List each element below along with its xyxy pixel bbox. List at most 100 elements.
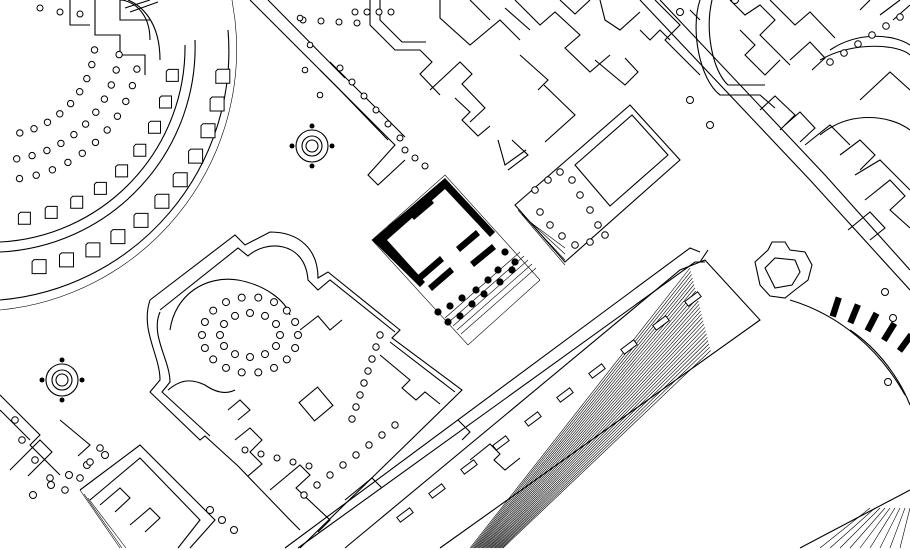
right-column (882, 22, 890, 30)
court-pier (85, 242, 101, 258)
cloister-columns (29, 293, 399, 534)
cloister-column (276, 331, 284, 339)
court-column (56, 8, 64, 16)
temple-column (496, 278, 504, 286)
small-temple-column (601, 231, 609, 239)
portico-step-line (492, 323, 705, 549)
portico-step-line (493, 327, 706, 549)
court-column (28, 151, 36, 160)
lower-left-column (18, 436, 26, 444)
small-temple-column (576, 191, 584, 199)
arena-step-line (849, 507, 886, 549)
court-column (81, 120, 90, 128)
right-column (301, 66, 309, 74)
highlighted-temple[interactable] (371, 174, 541, 346)
cloister-column (372, 343, 380, 351)
arena-step-line (899, 507, 910, 549)
lower-left-column (11, 416, 19, 424)
small-temple-column (586, 238, 594, 246)
lower-left-column (76, 474, 84, 482)
cloister-column (47, 481, 55, 489)
small-temple-column (558, 232, 566, 240)
portico-step-line (469, 267, 691, 549)
cloister-column (261, 350, 269, 359)
court-pier (133, 212, 149, 228)
right-column (375, 8, 383, 16)
temple-column (511, 258, 519, 266)
cloister-column (200, 344, 209, 352)
court-column (91, 138, 100, 147)
temple-column (468, 300, 476, 308)
right-column (335, 18, 343, 26)
cloister-column (376, 331, 384, 339)
right-column (296, 14, 304, 22)
arena-step-line (859, 507, 891, 549)
right-column (686, 96, 694, 104)
cloister-column (378, 431, 386, 439)
small-temple-column (586, 206, 594, 214)
cloister-column (313, 481, 321, 489)
portico-piers (396, 291, 702, 523)
cloister-column (231, 311, 239, 320)
cloister-column (237, 293, 246, 302)
court-column (83, 74, 91, 83)
arena-edge-line (799, 489, 910, 549)
portico-step-line (501, 346, 711, 549)
small-temple-column (568, 176, 576, 184)
arena-steps-hatching (799, 489, 910, 549)
portico-step-line (485, 307, 701, 549)
right-column (840, 49, 848, 57)
court-pier (17, 211, 31, 225)
temple-column (456, 312, 464, 320)
portico-step-line (498, 340, 709, 549)
temple-column (484, 276, 492, 284)
portico-step-line (500, 343, 710, 549)
cloister-building (146, 231, 463, 549)
round-shrine-east (754, 241, 813, 299)
small-temple-column (556, 168, 564, 176)
court-columns (13, 4, 141, 183)
portico-pier (588, 363, 606, 379)
court-pier (59, 252, 74, 268)
court-column (115, 50, 123, 59)
court-pier (133, 143, 147, 157)
small-temple-columns (531, 168, 609, 249)
right-colonnade-columns (296, 0, 904, 386)
court-column (133, 65, 141, 73)
cloister-column (230, 526, 238, 534)
cloister-column (218, 516, 226, 524)
right-column (854, 40, 862, 48)
temple-columns (434, 248, 519, 326)
cloister-column (368, 355, 376, 363)
cloister-column (289, 458, 297, 466)
cloister-column (270, 363, 278, 372)
small-temple-column (531, 186, 539, 194)
temple-column (480, 290, 488, 298)
court-column (32, 171, 40, 179)
cloister-column (231, 350, 239, 359)
court-pier (215, 68, 231, 84)
arena-pier (881, 321, 898, 342)
temple-column (458, 294, 466, 302)
cloister-column (222, 363, 230, 372)
cloister-column (220, 320, 228, 328)
cloister-column (270, 298, 278, 307)
court-column (90, 46, 99, 54)
small-temple-column (546, 221, 554, 229)
court-pier (31, 259, 47, 275)
arena-step-line (879, 507, 901, 549)
court-column (78, 149, 87, 158)
portico-pier (620, 339, 638, 355)
right-column (384, 120, 392, 128)
right-column (396, 134, 404, 142)
court-column (16, 129, 24, 137)
portico-step-line (488, 313, 702, 549)
portico-step-line (490, 320, 704, 549)
temple-column (501, 248, 509, 256)
cloister-column (198, 331, 206, 339)
court-column (48, 166, 57, 174)
right-column (868, 31, 876, 39)
arena-step-line (839, 507, 881, 549)
right-column (348, 78, 356, 86)
court-pier (154, 193, 170, 209)
